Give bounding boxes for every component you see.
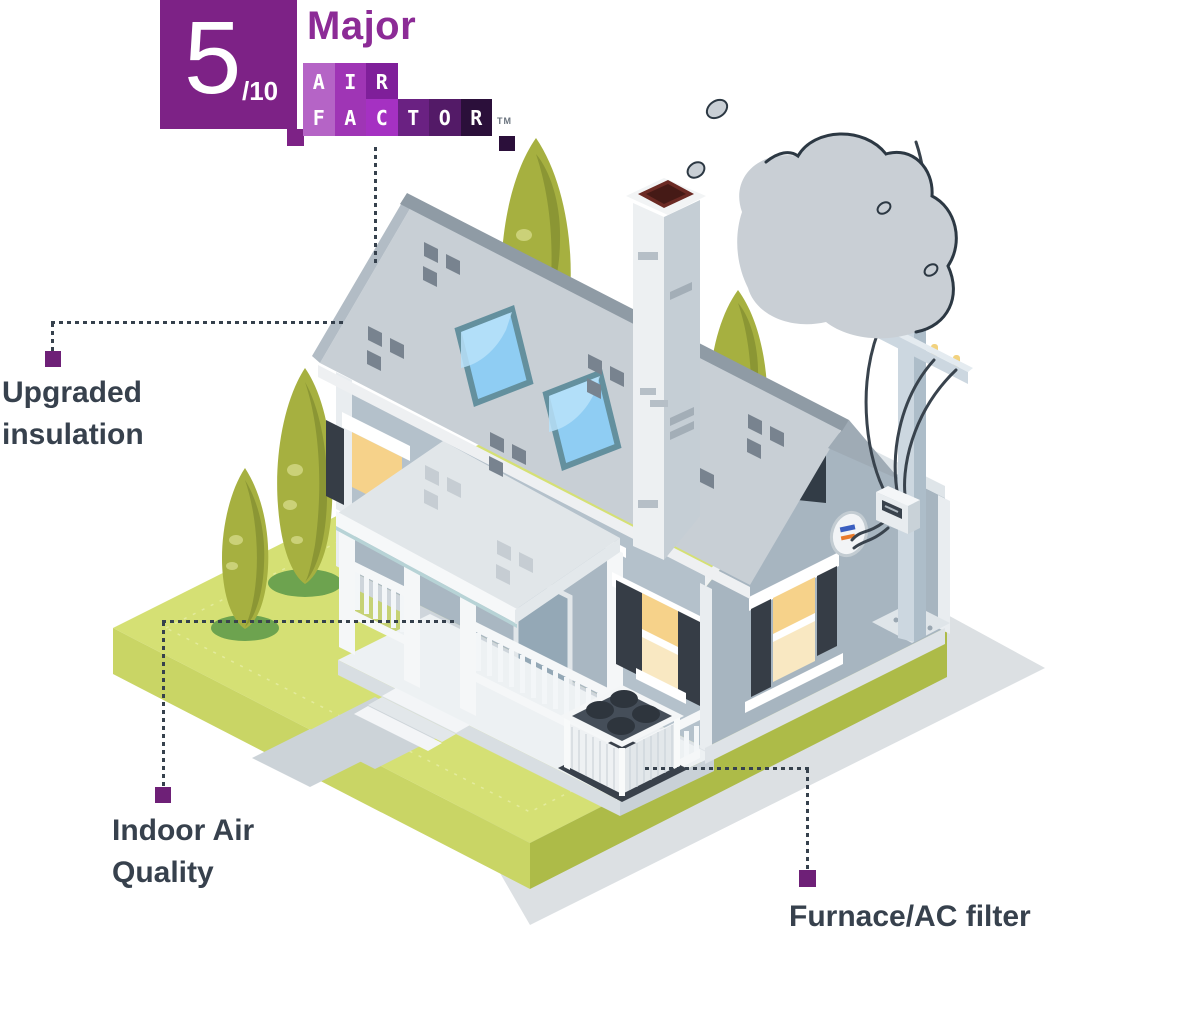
- trademark-mark: TM: [497, 116, 512, 126]
- air-factor-logo-row2: F A C T O R: [303, 99, 492, 136]
- callout-line: Quality: [112, 856, 214, 889]
- logo-tile: A: [334, 99, 366, 136]
- smoke-cloud: [686, 98, 958, 339]
- window-upper-left: [326, 412, 410, 512]
- ac-fans: [586, 690, 660, 735]
- logo-tile: F: [303, 99, 335, 136]
- score-value: 5: [184, 0, 242, 115]
- logo-tile: T: [397, 99, 429, 136]
- callout-line: Indoor Air: [112, 814, 255, 847]
- marker-furnace: [799, 870, 816, 887]
- callout-furnace-ac-filter: Furnace/AC filter: [789, 896, 1031, 938]
- window-front-left: [612, 572, 708, 708]
- window-gable: [745, 552, 843, 713]
- callout-line: Upgraded: [2, 376, 143, 409]
- air-factor-logo-row1: A I R: [303, 63, 398, 100]
- callout-line: Furnace/AC filter: [789, 900, 1031, 933]
- tree-front-tall: [268, 368, 342, 597]
- marker-indoor-air: [155, 787, 171, 803]
- connector-indoor-air-h: [162, 620, 456, 623]
- rating-title: Major: [307, 4, 417, 48]
- logo-tile: C: [366, 99, 398, 136]
- connector-insulation-h: [51, 321, 347, 324]
- marker-insulation: [45, 351, 61, 367]
- score-badge-notch: [287, 129, 304, 146]
- connector-furnace-h: [645, 767, 810, 770]
- logo-tile: O: [429, 99, 461, 136]
- porch-railing-left: [345, 557, 414, 649]
- porch-roof: [336, 441, 620, 628]
- callout-indoor-air-quality: Indoor Air Quality: [112, 810, 254, 894]
- callout-line: insulation: [2, 418, 144, 451]
- connector-indoor-air-v: [162, 622, 165, 786]
- connector-badge-roof: [374, 147, 377, 267]
- score-denominator: /10: [242, 76, 279, 106]
- meter-box: [876, 486, 920, 534]
- callout-upgraded-insulation: Upgraded insulation: [2, 372, 144, 456]
- score-badge: 5 /10: [160, 0, 297, 129]
- connector-insulation-v: [51, 323, 54, 351]
- smoke-puffs: [686, 98, 939, 277]
- main-roof: [312, 193, 900, 599]
- ac-unit: [558, 685, 688, 802]
- logo-tile: I: [334, 63, 366, 100]
- logo-tile: A: [303, 63, 335, 100]
- skylight-left: [454, 304, 534, 408]
- logo-tile: R: [366, 63, 398, 100]
- logo-tile: R: [460, 99, 492, 136]
- logo-notch: [499, 136, 515, 151]
- chimney: [626, 178, 706, 560]
- connector-furnace-v: [806, 769, 809, 870]
